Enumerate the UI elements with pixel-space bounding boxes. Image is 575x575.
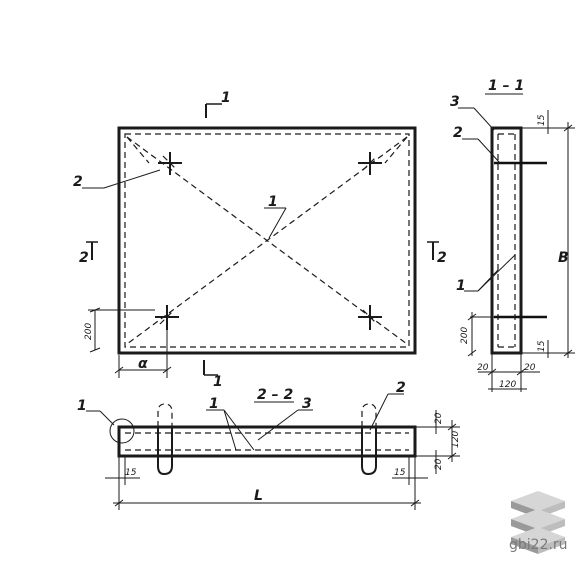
section-dim-120: 120 [499,380,516,390]
plan-outline [117,126,417,355]
plan-inner-dashed [124,133,410,348]
watermark-site-text: gbi22.ru [509,537,568,553]
side-view-2-2: 2 – 2 1 1 3 2 120 20 [77,380,461,510]
section-dim-15-bottom: 15 [537,340,547,352]
section-mark-2-left: 2 [79,250,89,266]
lifting-loop-topleft [158,152,182,175]
plan-view: 1 1 2 2 2 1 200 α [73,90,447,390]
section-pos-1: 1 [456,278,466,294]
plan-corner-tl [126,136,150,164]
side-dim-20-top: 20 [434,412,444,424]
section-mark-bottom: 1 [213,374,223,390]
plan-position-1: 1 [268,194,278,210]
section-mark-top: 1 [221,90,231,106]
section-mark-2-right: 2 [437,250,447,266]
side-dim-L: L [254,488,263,504]
plan-diagonal-2 [126,136,408,345]
section-dim-20-left: 20 [477,363,489,373]
side-loop-right [361,403,377,476]
section-1-1: 1 – 1 3 2 1 B 15 15 200 [450,78,575,392]
lifting-loop-topright [358,152,382,175]
plan-dim-alpha: α [138,356,148,372]
side-dim-120: 120 [451,431,461,448]
stacked-slabs-icon [511,491,565,554]
lifting-loop-bottomright [358,305,382,330]
side-loop-left [157,403,173,476]
plan-corner-tr [384,136,408,164]
side-title: 2 – 2 [257,387,293,403]
side-dim-15-right: 15 [394,468,406,478]
side-dim-15-left: 15 [125,468,137,478]
side-position-2: 2 [396,380,406,396]
section-title: 1 – 1 [488,78,524,94]
plan-dim-200: 200 [84,323,94,340]
section-pos-3: 3 [450,94,460,110]
section-dim-B: B [558,250,569,266]
plan-position-2: 2 [73,174,83,190]
lifting-loop-bottomleft [155,305,179,330]
side-outline [117,425,417,458]
section-dim-15-top: 15 [537,114,547,126]
side-position-1-left: 1 [77,398,87,414]
side-position-1: 1 [209,396,219,412]
section-dim-200: 200 [460,327,470,344]
section-pos-2: 2 [453,125,463,141]
section-dim-20-right: 20 [524,363,536,373]
side-position-3: 3 [302,396,312,412]
side-dim-20-bottom: 20 [434,458,444,470]
side-detail-circle [109,418,135,444]
section-outline [490,126,523,355]
